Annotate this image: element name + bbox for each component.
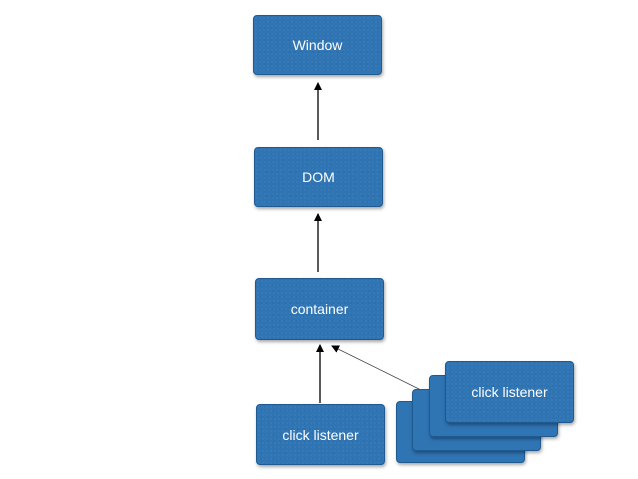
click-listener-stack-front: click listener bbox=[445, 361, 574, 423]
window-label: Window bbox=[292, 37, 343, 53]
container-label: container bbox=[290, 301, 349, 317]
container-node: container bbox=[255, 278, 384, 340]
edge-listener-stack-to-container bbox=[331, 345, 424, 392]
click-listener-label: click listener bbox=[282, 426, 359, 443]
dom-node: DOM bbox=[254, 147, 383, 207]
dom-label: DOM bbox=[302, 169, 335, 185]
click-listener-node: click listener bbox=[256, 404, 385, 465]
window-node: Window bbox=[253, 15, 382, 75]
click-listener-stack-label: click listener bbox=[471, 384, 548, 400]
